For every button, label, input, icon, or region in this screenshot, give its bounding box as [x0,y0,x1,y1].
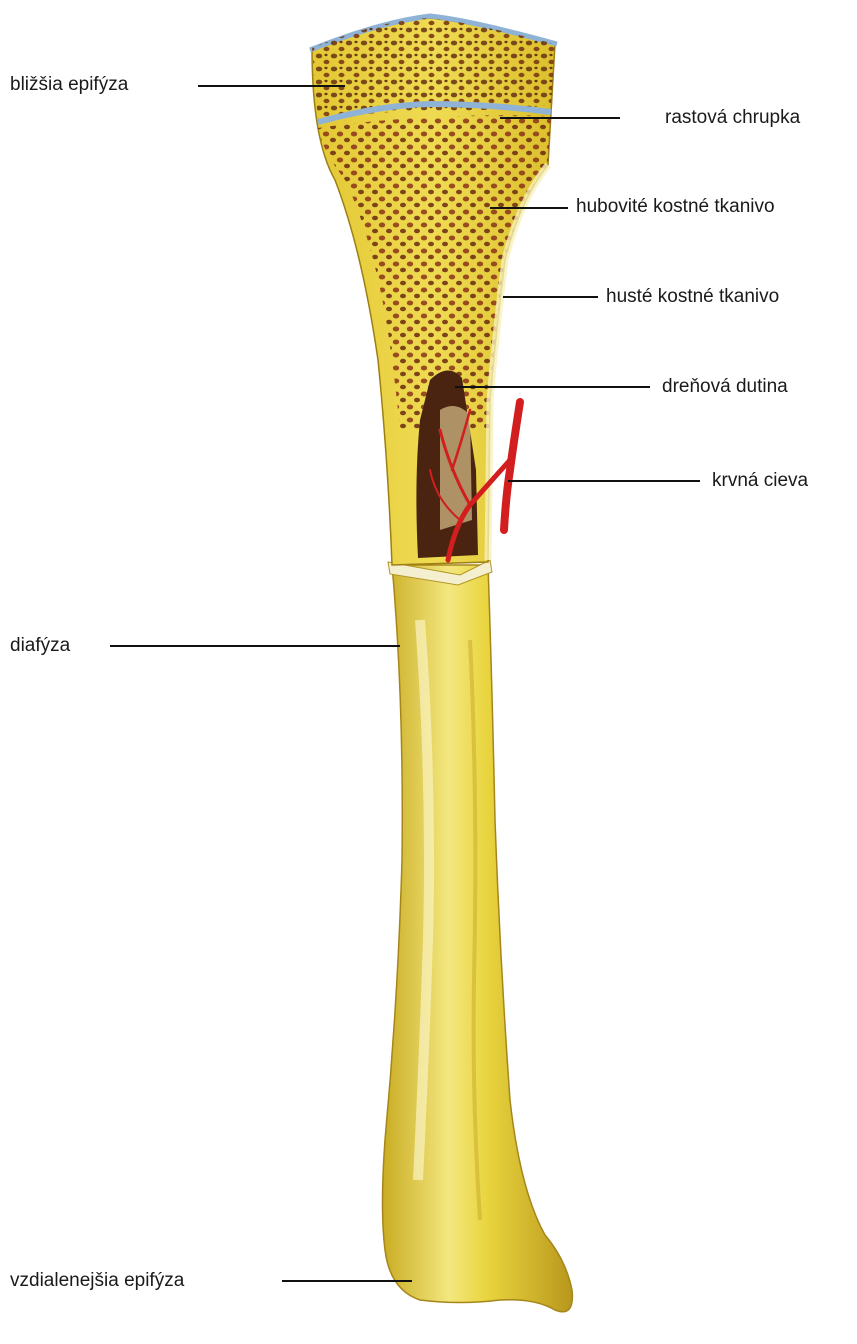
label-medullary-cavity: dreňová dutina [662,376,788,398]
label-proximal-epiphysis: bližšia epifýza [10,74,128,96]
label-growth-cartilage: rastová chrupka [665,107,800,129]
label-diaphysis: diafýza [10,635,70,657]
label-blood-vessel: krvná cieva [712,470,808,492]
label-compact-bone: husté kostné tkanivo [606,286,779,308]
label-spongy-bone: hubovité kostné tkanivo [576,196,775,218]
label-distal-epiphysis: vzdialenejšia epifýza [10,1270,184,1292]
